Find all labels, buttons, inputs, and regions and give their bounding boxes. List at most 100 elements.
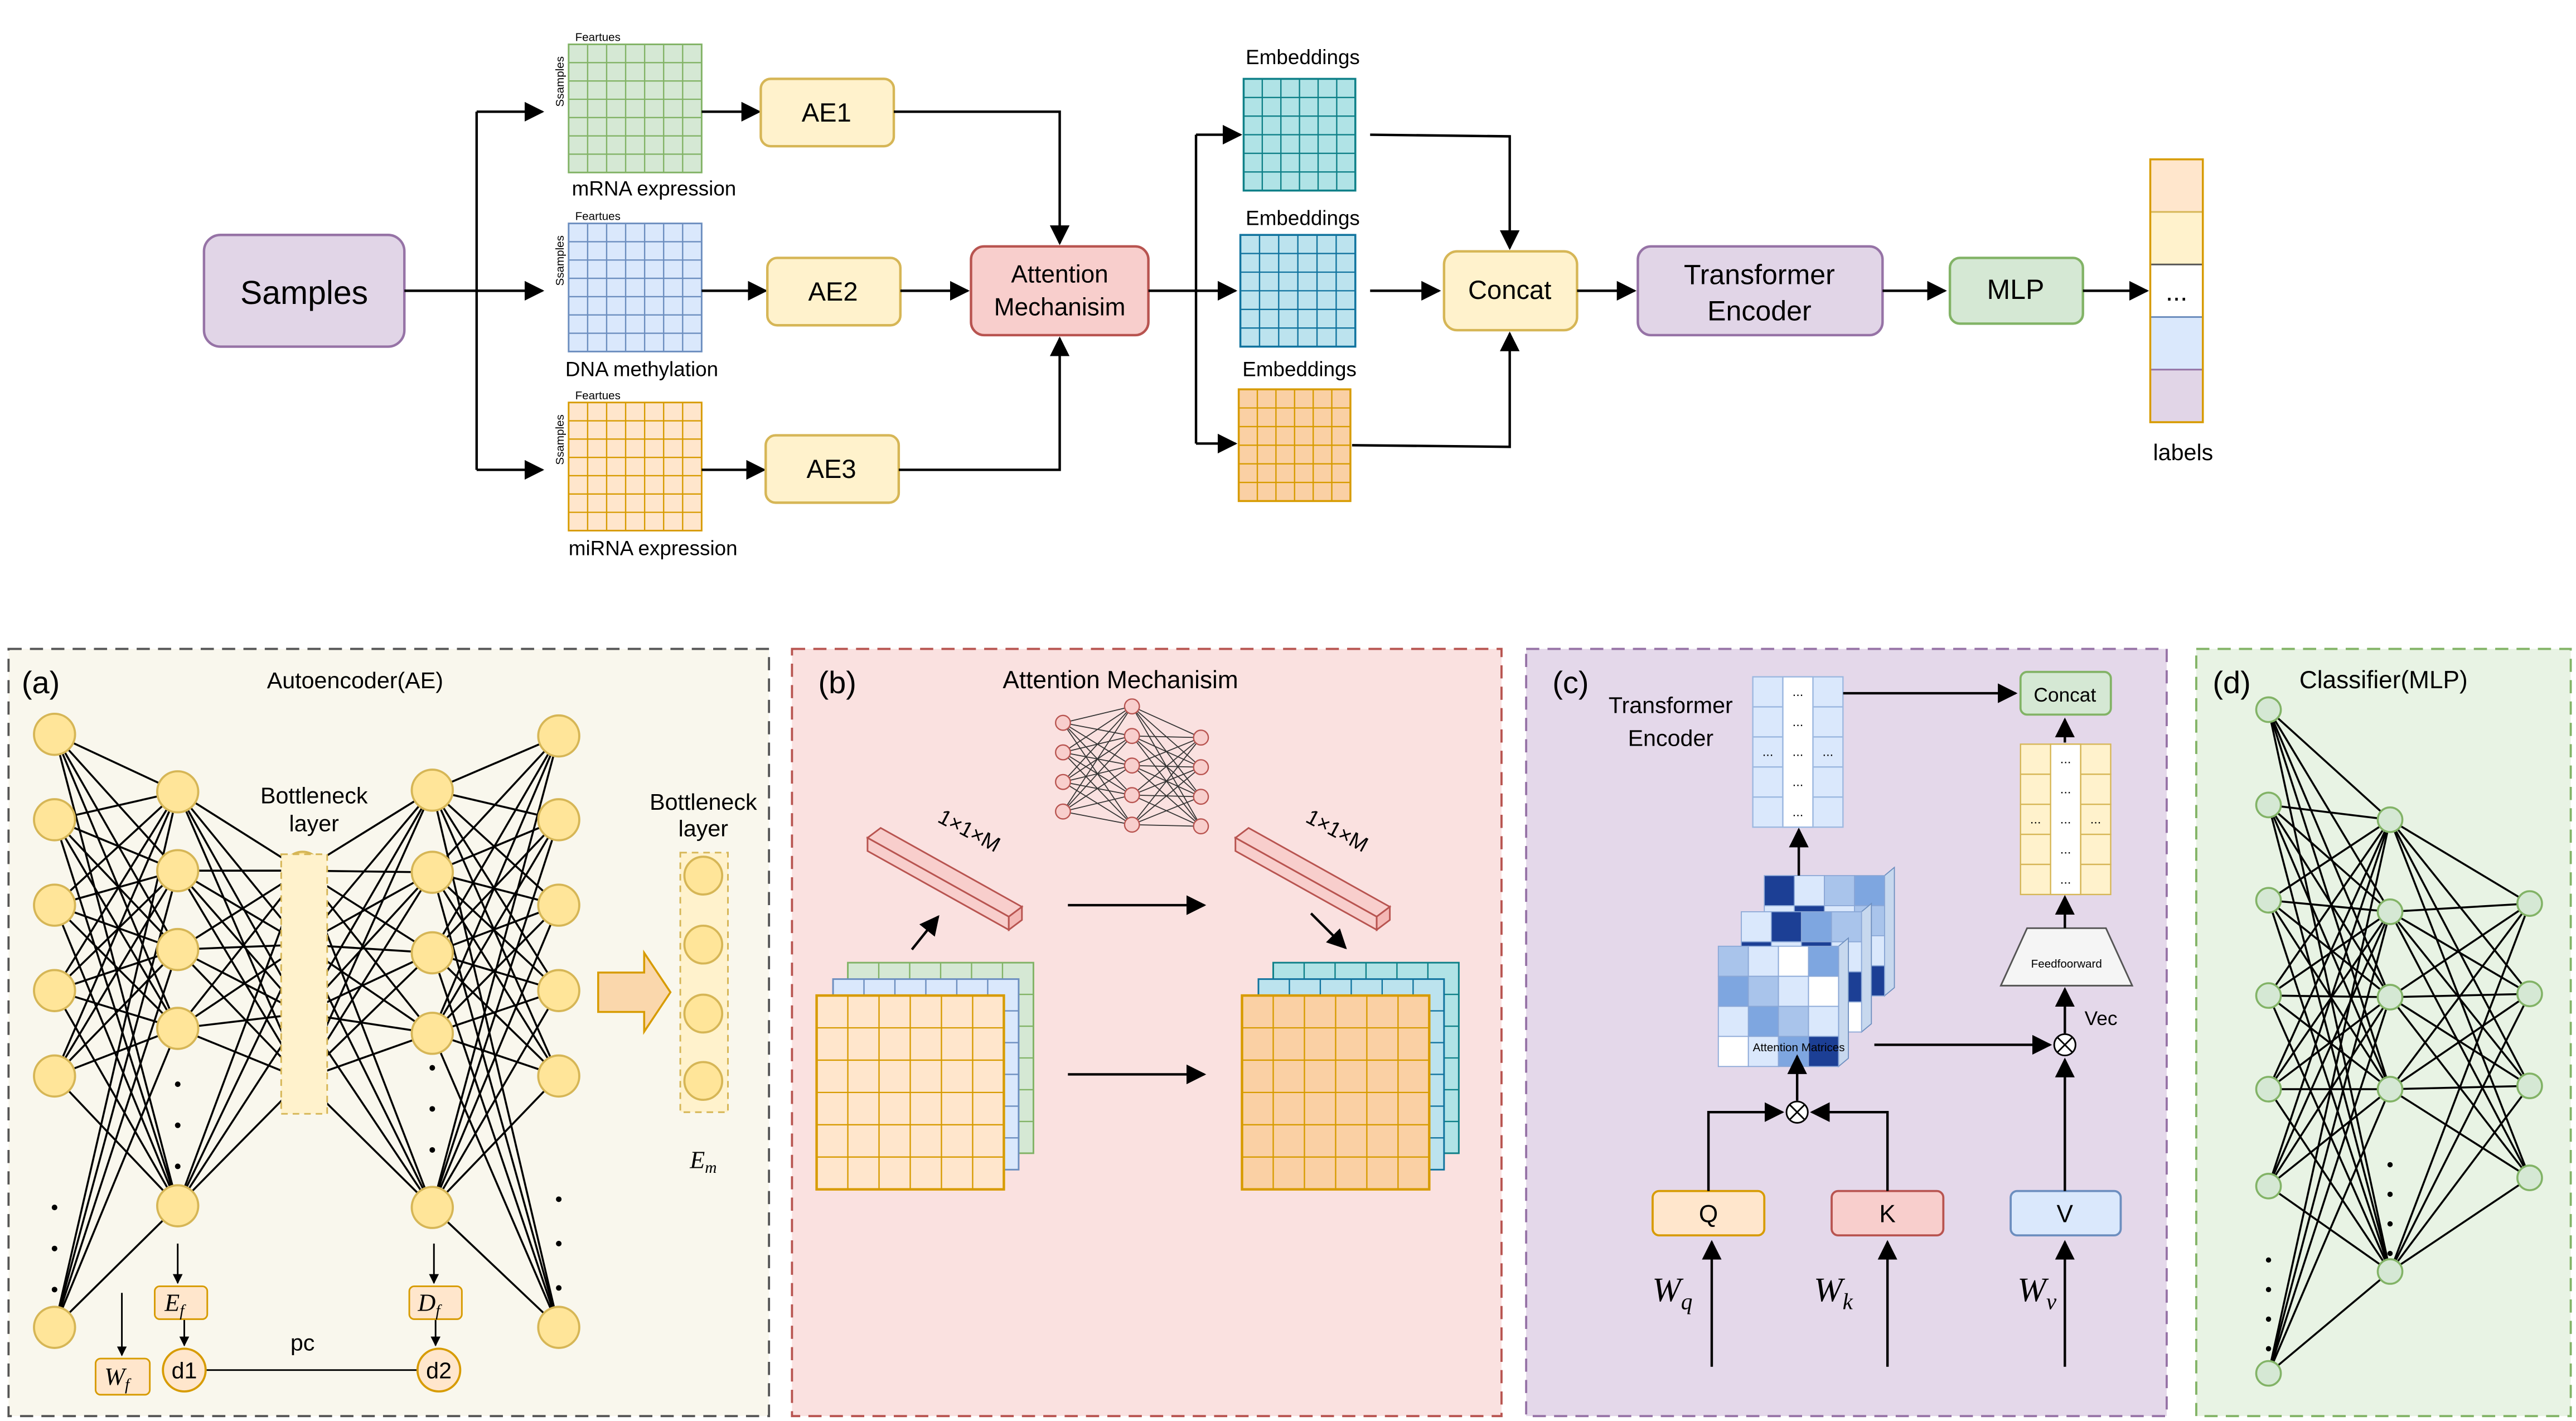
network-edge [2267,1089,2391,1374]
network-node [1124,757,1140,774]
network-edge [2389,902,2530,998]
matrix-cell [2080,833,2112,866]
bottleneck-highlight [280,853,328,1115]
mlp-label: MLP [1987,274,2044,305]
labels-vector [2149,158,2204,423]
matrix-cell [2020,833,2051,866]
network-edge [2268,899,2391,998]
matrix-cell [2080,863,2112,896]
embedding-output-nodes [683,856,724,1101]
attention-cell [1808,1006,1839,1037]
attention-cell [1808,945,1839,977]
network-edge [54,948,178,992]
network-edge [54,733,178,793]
embeddings-label-2: Embeddings [1246,207,1360,230]
ellipsis-dot [2265,1257,2272,1263]
network-edge [2267,900,2391,1272]
panel-c-concat-label: Concat [2033,684,2096,706]
network-node [537,883,580,927]
network-edge [54,819,179,950]
network-edge [2389,911,2531,1087]
k-label: K [1879,1201,1895,1228]
network-node [156,1007,200,1050]
attention-matrices-cube [1717,866,1895,1068]
network-node [410,931,454,975]
network-edge [432,871,560,992]
top-pipeline: Samples Feartues Feartues Feartues Ssamp… [202,31,2213,560]
network-node [410,768,454,812]
dna-methylation-label: DNA methylation [565,358,718,381]
network-edge [432,735,559,791]
attention-network-icon [1055,698,1209,835]
network-node [2376,984,2404,1011]
network-edge [2390,902,2530,913]
network-edge [431,990,560,1208]
matrix-column-highlight [2050,743,2081,896]
network-node [33,712,76,756]
em-label: Em [689,1146,716,1177]
embeddings-matrix-3 [1237,388,1352,502]
network-node [1193,729,1209,746]
embedding-node [683,924,724,965]
network-edge [2389,911,2531,1178]
matrix-cell [1752,676,1784,708]
network-edge [54,791,179,1328]
ef-box [154,1285,209,1320]
panel-d-classifier: (d) Classifier(MLP) [2195,647,2572,1418]
multiply-icon-qk [1785,1100,1809,1124]
matrix-cell [2080,804,2112,835]
network-node [33,1306,76,1349]
cell-ellipsis: ... [2030,812,2041,826]
network-node [33,1054,76,1098]
network-node [2376,1258,2404,1285]
network-node [537,714,580,758]
network-edge [1063,811,1132,825]
network-edge [1131,737,1202,825]
network-edge [2268,709,2391,821]
ellipsis-dot [51,1287,57,1293]
bottleneck-label-line1: Bottleneck [260,782,368,808]
attention-cell [1717,1006,1749,1037]
attention-cell [1747,1006,1779,1037]
network-edge [431,819,560,1208]
matrix-cell [1812,766,1844,798]
network-edge [54,734,179,1029]
feedforward-block [1999,927,2134,987]
embeddings-label-3: Embeddings [1242,358,1357,381]
network-node [2255,1076,2282,1103]
attention-cell [1794,875,1825,906]
encoder-output-matrix: .................................... [1752,676,1844,828]
bottleneck-output-label-line1: Bottleneck [650,789,757,815]
classifier-network [2255,696,2543,1387]
mrna-features-label: Feartues [575,31,621,44]
d1-label: d1 [172,1357,197,1383]
vec-label: Vec [2085,1008,2118,1030]
attention-to-embeddings-arrows [1148,124,1243,454]
network-node [156,849,200,892]
network-edge [54,949,178,1077]
network-node [156,1184,200,1227]
network-edge [1132,735,1201,738]
network-node [1124,816,1140,833]
ellipsis-dot [2265,1287,2272,1293]
df-box [408,1285,463,1320]
network-edge [2267,911,2391,1374]
attention-mechanism-box [970,245,1150,337]
panel-d-letter: (d) [2212,665,2250,700]
cell-ellipsis: ... [2060,752,2071,766]
bottleneck-output-label-line2: layer [679,815,729,841]
network-edge [2389,903,2531,1090]
ellipsis-dot [2387,1191,2393,1197]
mirna-expression-matrix [568,402,703,531]
network-edge [54,904,178,951]
network-node [2376,1076,2404,1103]
attention-cell [1771,911,1802,942]
network-node [156,770,200,814]
cell-ellipsis: ... [1793,805,1804,819]
network-edge [431,819,560,1034]
cube-side [1861,902,1872,1033]
network-edge [432,871,559,906]
network-edge [432,1075,560,1209]
matrix-cell [1752,766,1784,798]
